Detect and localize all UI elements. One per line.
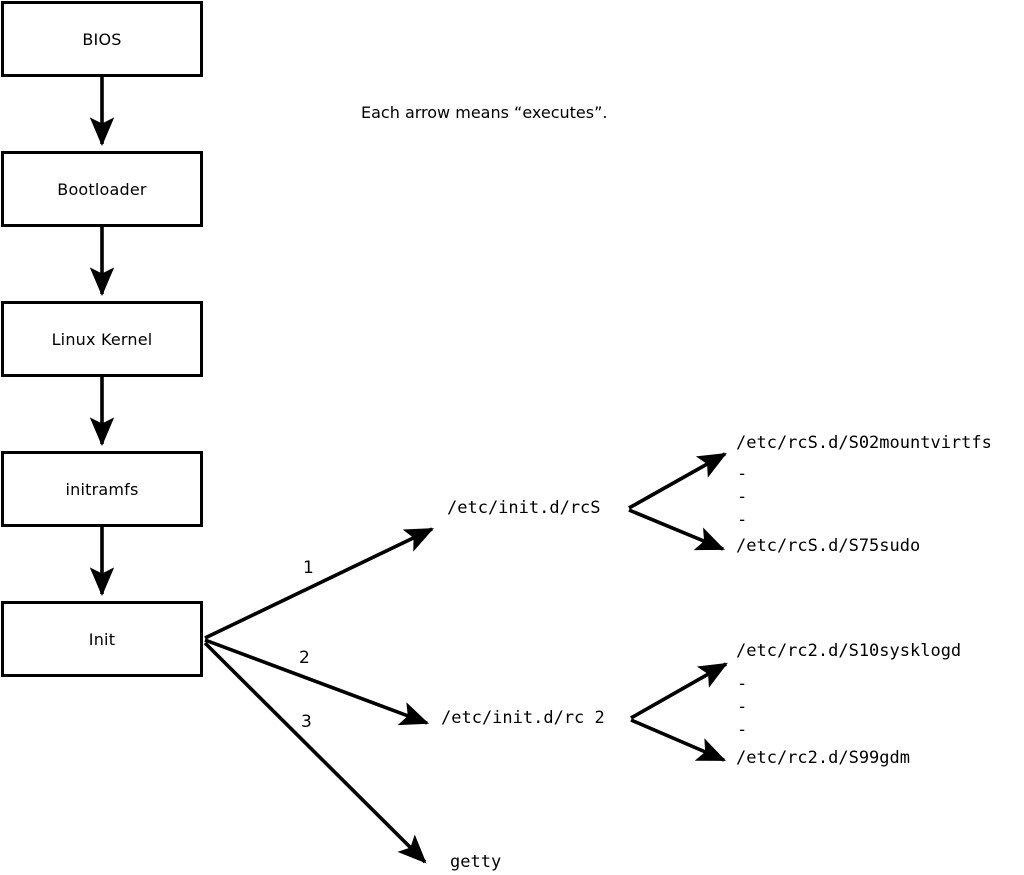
label-etc-rcsd-s75sudo: /etc/rcS.d/S75sudo [736, 536, 921, 556]
label-etc-rc2d-s99gdm: /etc/rc2.d/S99gdm [736, 748, 910, 768]
ellipsis-dash-rc2-1: - [737, 674, 748, 694]
ellipsis-dash-rcs-1: - [737, 464, 748, 484]
edge-label-2: 2 [299, 648, 310, 668]
node-bootloader[interactable]: Bootloader [1, 151, 203, 227]
label-getty: getty [450, 852, 502, 872]
edge-label-3: 3 [301, 712, 312, 732]
arrow-rcs-to-s75sudo [628, 508, 725, 551]
node-initramfs[interactable]: initramfs [1, 451, 203, 527]
ellipsis-dash-rcs-3: - [737, 510, 748, 530]
label-etc-init-d-rc2: /etc/init.d/rc 2 [441, 708, 605, 728]
arrow-rc2-to-s99gdm [630, 718, 726, 762]
node-bios-label: BIOS [82, 29, 122, 49]
label-etc-rcsd-s02mountvirtfs: /etc/rcS.d/S02mountvirtfs [736, 433, 992, 453]
node-init[interactable]: Init [1, 601, 203, 677]
label-etc-rc2d-s10sysklogd: /etc/rc2.d/S10sysklogd [736, 641, 962, 661]
arrow-init-to-getty [203, 641, 427, 864]
ellipsis-dash-rcs-2: - [737, 487, 748, 507]
node-bootloader-label: Bootloader [57, 179, 147, 199]
node-linux-kernel[interactable]: Linux Kernel [1, 301, 203, 377]
node-linux-kernel-label: Linux Kernel [51, 329, 153, 349]
arrow-rc2-to-s10sysklogd [630, 662, 728, 720]
arrow-init-to-rc2 [204, 638, 430, 726]
edge-label-1: 1 [303, 558, 314, 578]
node-bios[interactable]: BIOS [1, 1, 203, 77]
node-initramfs-label: initramfs [65, 479, 139, 499]
label-etc-init-d-rcs: /etc/init.d/rcS [447, 498, 601, 518]
arrow-rcs-to-s02mountvirtfs [628, 452, 727, 510]
ellipsis-dash-rc2-3: - [737, 720, 748, 740]
ellipsis-dash-rc2-2: - [737, 697, 748, 717]
diagram-caption: Each arrow means “executes”. [361, 103, 608, 122]
arrow-init-to-rcs [204, 527, 434, 640]
node-init-label: Init [88, 629, 116, 649]
